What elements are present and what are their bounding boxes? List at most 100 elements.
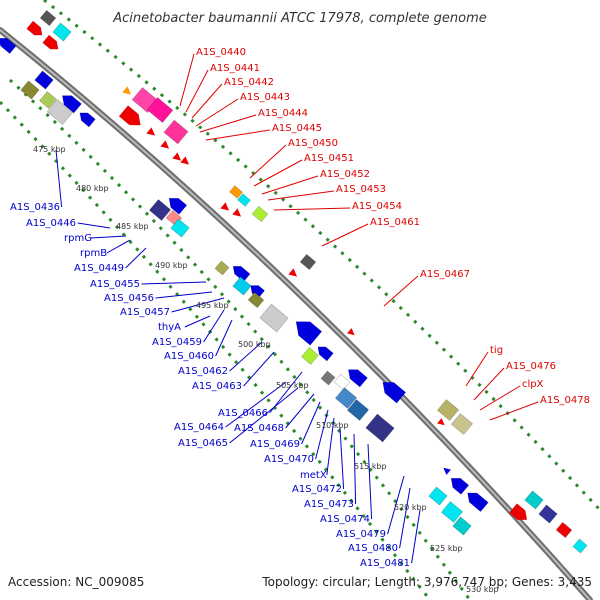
- blue-leader-25: [399, 487, 411, 549]
- track-3: [0, 100, 432, 600]
- fwd-gene-24: [437, 418, 445, 426]
- blue-leader-13: [243, 351, 275, 387]
- blue-label-11: A1S_0460: [164, 351, 214, 362]
- fwd-gene-26: [538, 504, 558, 524]
- kbp-tick-10: 520 kbp: [394, 503, 427, 512]
- blue-label-10: A1S_0459: [152, 337, 202, 348]
- kbp-tick-11: 525 kbp: [430, 544, 463, 553]
- rev-gene-11: [168, 197, 188, 215]
- blue-label-7: A1S_0456: [104, 293, 154, 304]
- blue-label-26: A1S_0481: [360, 558, 410, 569]
- fwd-gene-12: [172, 152, 182, 161]
- red-label-8: A1S_0451: [304, 153, 354, 164]
- blue-label-6: A1S_0455: [90, 279, 140, 290]
- genome-backbone: [0, 27, 593, 600]
- fwd-gene-4: [42, 34, 59, 50]
- rev-gene-21: [320, 370, 336, 386]
- fwd-gene-29: [572, 538, 588, 554]
- red-label-7: A1S_0450: [288, 138, 338, 149]
- rev-gene-22: [333, 373, 351, 391]
- red-label-13: A1S_0467: [420, 269, 470, 280]
- red-label-4: A1S_0443: [240, 92, 290, 103]
- red-label-6: A1S_0445: [272, 123, 322, 134]
- fwd-gene-7: [146, 97, 174, 123]
- fwd-gene-23: [450, 413, 474, 435]
- rev-gene-18: [295, 321, 323, 346]
- label-leaders: [55, 53, 539, 564]
- rev-gene-23: [348, 369, 368, 388]
- red-label-9: A1S_0452: [320, 169, 370, 180]
- blue-label-15: A1S_0464: [174, 422, 224, 433]
- rev-gene-29: [450, 477, 470, 495]
- red-leader-9: [261, 175, 319, 195]
- rev-gene-14: [232, 276, 252, 296]
- fwd-gene-1: [39, 9, 57, 27]
- red-label-15: A1S_0476: [506, 361, 556, 372]
- rev-gene-8: [148, 199, 172, 221]
- red-leader-12: [321, 223, 369, 247]
- blue-label-9: thyA: [158, 322, 181, 333]
- kbp-tick-4: 490 kbp: [155, 261, 188, 270]
- fwd-gene-28: [555, 521, 573, 539]
- blue-leader-4: [106, 239, 131, 254]
- red-leader-3: [191, 83, 223, 119]
- backbone-highlight: [0, 29, 591, 600]
- red-leader-15: [473, 367, 505, 401]
- fwd-gene-21: [347, 328, 355, 336]
- red-leader-16: [479, 385, 521, 411]
- blue-label-18: A1S_0469: [250, 439, 300, 450]
- fwd-gene-15: [237, 193, 251, 207]
- blue-label-21: A1S_0472: [292, 484, 342, 495]
- rev-gene-5: [62, 95, 82, 114]
- red-leader-4: [195, 98, 239, 127]
- blue-leader-6: [141, 281, 207, 285]
- blue-label-16: A1S_0468: [234, 423, 284, 434]
- fwd-gene-8: [118, 105, 141, 126]
- blue-leader-8: [171, 297, 225, 313]
- fwd-gene-22: [436, 399, 460, 421]
- fwd-gene-25: [524, 490, 544, 510]
- rev-gene-30: [440, 501, 464, 523]
- track-2: [8, 78, 472, 600]
- fwd-gene-19: [299, 253, 317, 271]
- fwd-gene-5: [122, 86, 132, 95]
- red-leader-13: [383, 275, 419, 307]
- blue-label-17: A1S_0465: [178, 438, 228, 449]
- red-label-10: A1S_0453: [336, 184, 386, 195]
- red-leader-6: [205, 129, 271, 141]
- blue-leader-11: [215, 319, 233, 357]
- fwd-gene-10: [146, 127, 156, 136]
- rev-gene-7: [79, 112, 96, 128]
- blue-label-12: A1S_0462: [178, 366, 228, 377]
- blue-label-3: rpmG: [64, 233, 92, 244]
- kbp-tick-2: 480 kbp: [76, 184, 109, 193]
- blue-leader-7: [155, 291, 213, 299]
- blue-leader-22: [353, 433, 357, 505]
- blue-leader-23: [367, 443, 373, 520]
- fwd-gene-2: [52, 22, 72, 42]
- red-label-17: A1S_0478: [540, 395, 590, 406]
- blue-label-22: A1S_0473: [304, 499, 354, 510]
- red-leader-11: [273, 207, 351, 211]
- gene-features: [0, 9, 588, 554]
- rev-gene-19: [301, 347, 319, 365]
- red-label-2: A1S_0441: [210, 63, 260, 74]
- blue-label-8: A1S_0457: [120, 307, 170, 318]
- fwd-gene-14: [229, 185, 243, 199]
- blue-leader-5: [125, 247, 147, 269]
- red-label-11: A1S_0454: [352, 201, 402, 212]
- rev-gene-10: [170, 218, 190, 238]
- fwd-gene-27: [508, 503, 528, 521]
- kbp-tick-7: 505 kbp: [276, 381, 309, 390]
- rev-gene-12: [214, 260, 230, 276]
- fwd-gene-9: [163, 119, 189, 145]
- red-label-14: tig: [490, 345, 503, 356]
- blue-label-25: A1S_0480: [348, 543, 398, 554]
- gene-labels: A1S_0440A1S_0441A1S_0442A1S_0443A1S_0444…: [10, 47, 590, 569]
- rev-gene-31: [467, 492, 489, 513]
- blue-label-23: A1S_0474: [320, 514, 370, 525]
- rev-gene-15: [250, 285, 265, 299]
